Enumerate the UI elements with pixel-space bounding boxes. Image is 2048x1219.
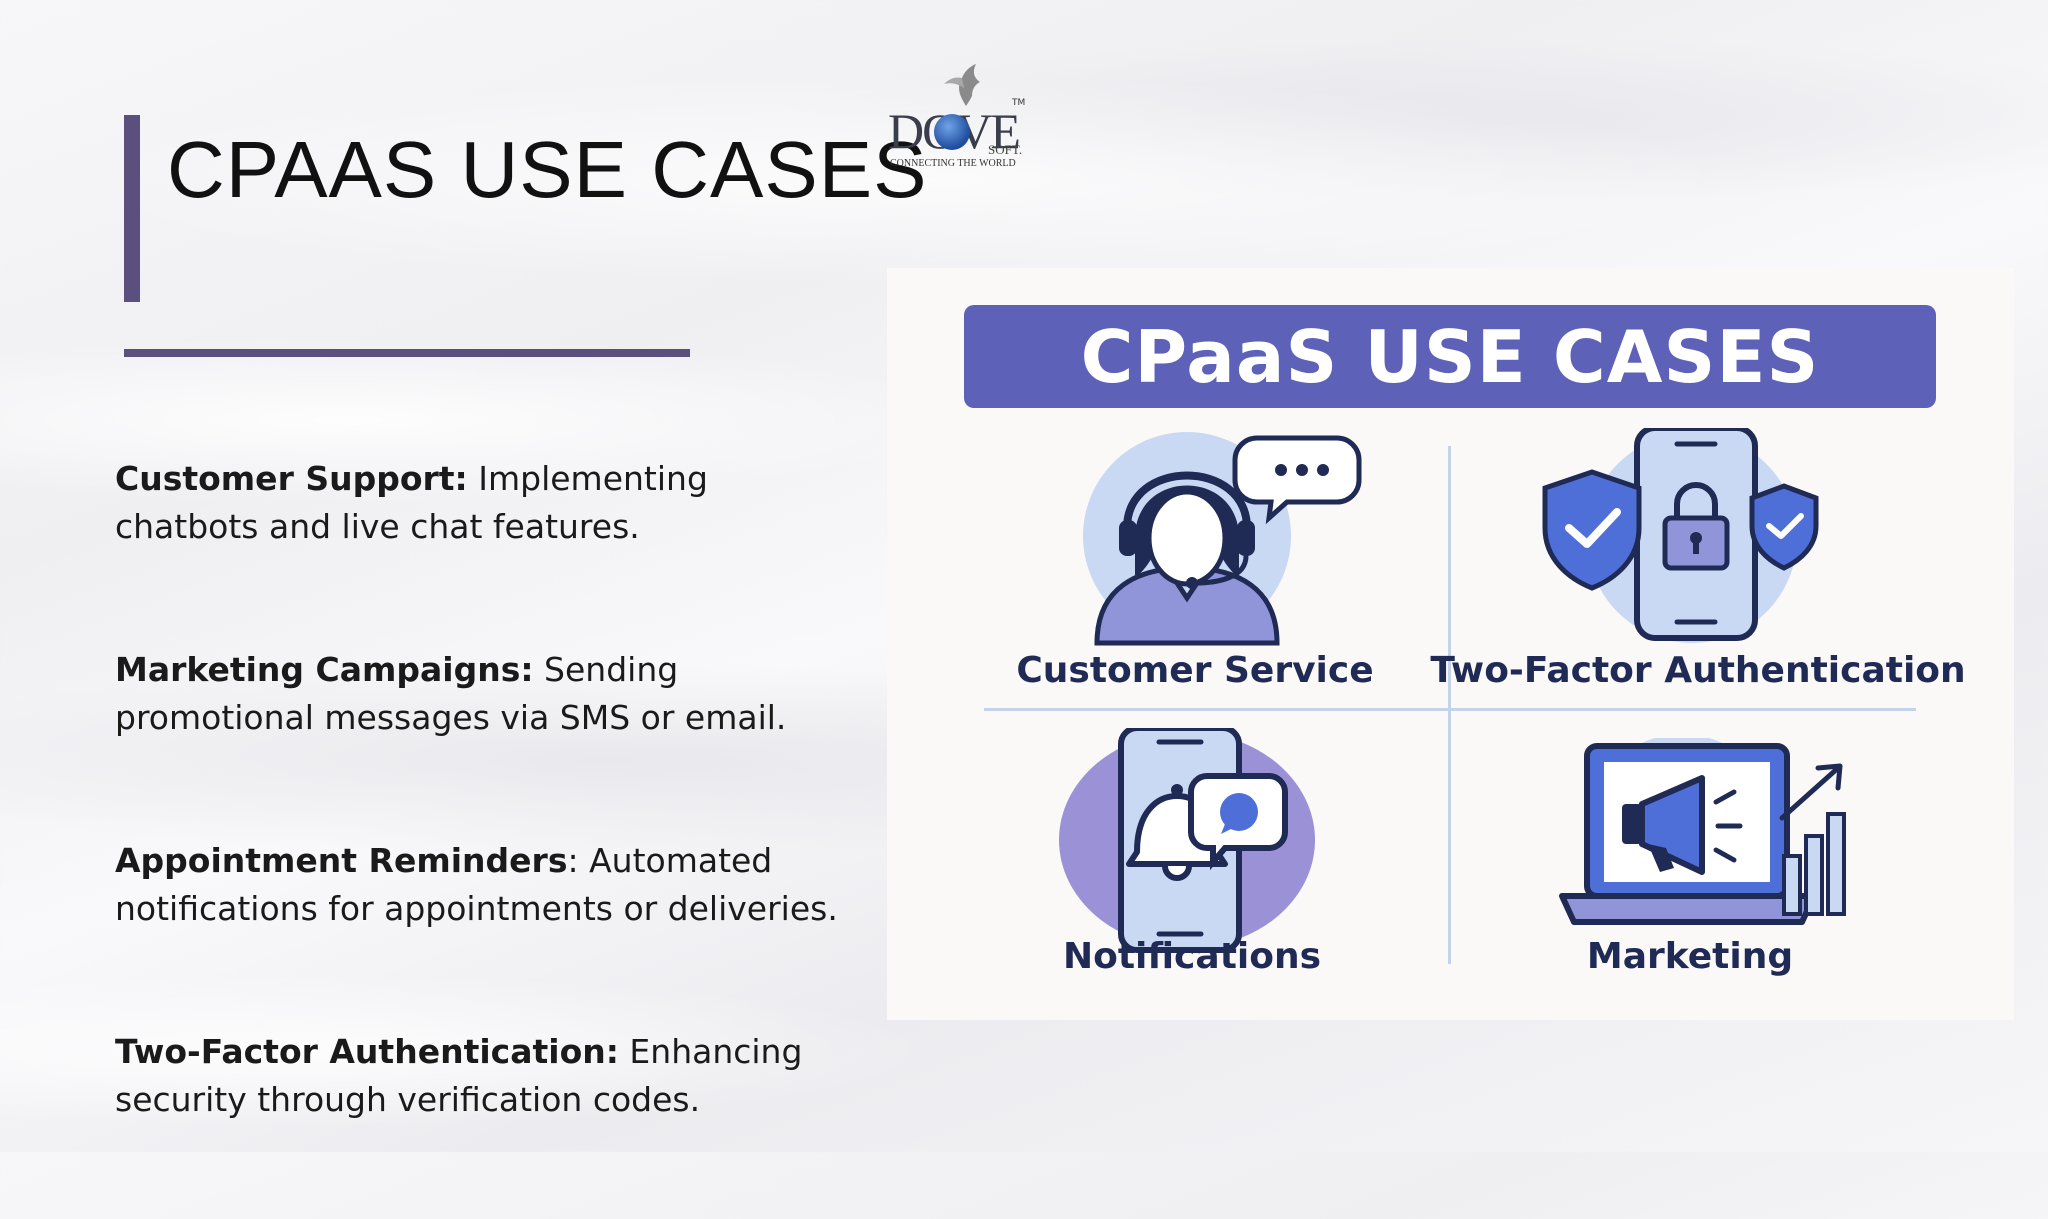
headset-agent-icon [1083,432,1362,646]
phone-lock-shield-icon [1542,428,1819,643]
bullet-two-factor: Two-Factor Authentication: Enhancing sec… [115,1028,845,1124]
bullet-heading: Two-Factor Authentication: [115,1032,619,1071]
logo-subtitle: SOFT. [988,142,1023,157]
title-underline [124,349,690,357]
title-accent-bar [124,115,140,302]
bullet-marketing-campaigns: Marketing Campaigns: Sending promotional… [115,646,845,742]
label-customer-service: Customer Service [1016,650,1374,691]
bullet-text: : Automated notifications for appointmen… [115,841,838,928]
laptop-megaphone-icon [1559,738,1846,925]
phone-bell-chat-icon [1059,728,1315,953]
grid-divider-horizontal [984,708,1916,711]
slide-title: CPAAS USE CASES [167,125,928,214]
label-notifications: Notifications [1062,936,1322,977]
bullet-customer-support: Customer Support: Implementing chatbots … [115,455,845,551]
bullet-text: Enhancing security through verification … [115,1032,803,1119]
label-marketing: Marketing [1586,936,1794,977]
bullet-heading: Appointment Reminders [115,841,568,880]
dove-soft-logo: DOVE TM SOFT. CONNECTING THE WORLD [888,62,1028,172]
infographic-panel: CPaaS USE CASES Customer Service Two [887,268,2014,1020]
bullet-heading: Marketing Campaigns: [115,650,534,689]
bullet-text: Sending promotional messages via SMS or … [115,650,787,737]
banner-title: CPaaS USE CASES [1080,314,1820,399]
label-two-factor-authentication: Two-Factor Authentication [1430,650,1966,691]
dove-bird-icon [944,64,980,106]
bullet-text: Implementing chatbots and live chat feat… [115,459,708,546]
logo-tagline: CONNECTING THE WORLD [890,158,1016,169]
grid-divider-vertical [1448,446,1451,964]
infographic-banner: CPaaS USE CASES [964,305,1936,408]
use-case-list: Customer Support: Implementing chatbots … [115,455,845,1219]
globe-icon [934,114,970,150]
bullet-heading: Customer Support: [115,459,468,498]
bullet-appointment-reminders: Appointment Reminders: Automated notific… [115,837,845,933]
logo-trademark: TM [1012,98,1026,108]
